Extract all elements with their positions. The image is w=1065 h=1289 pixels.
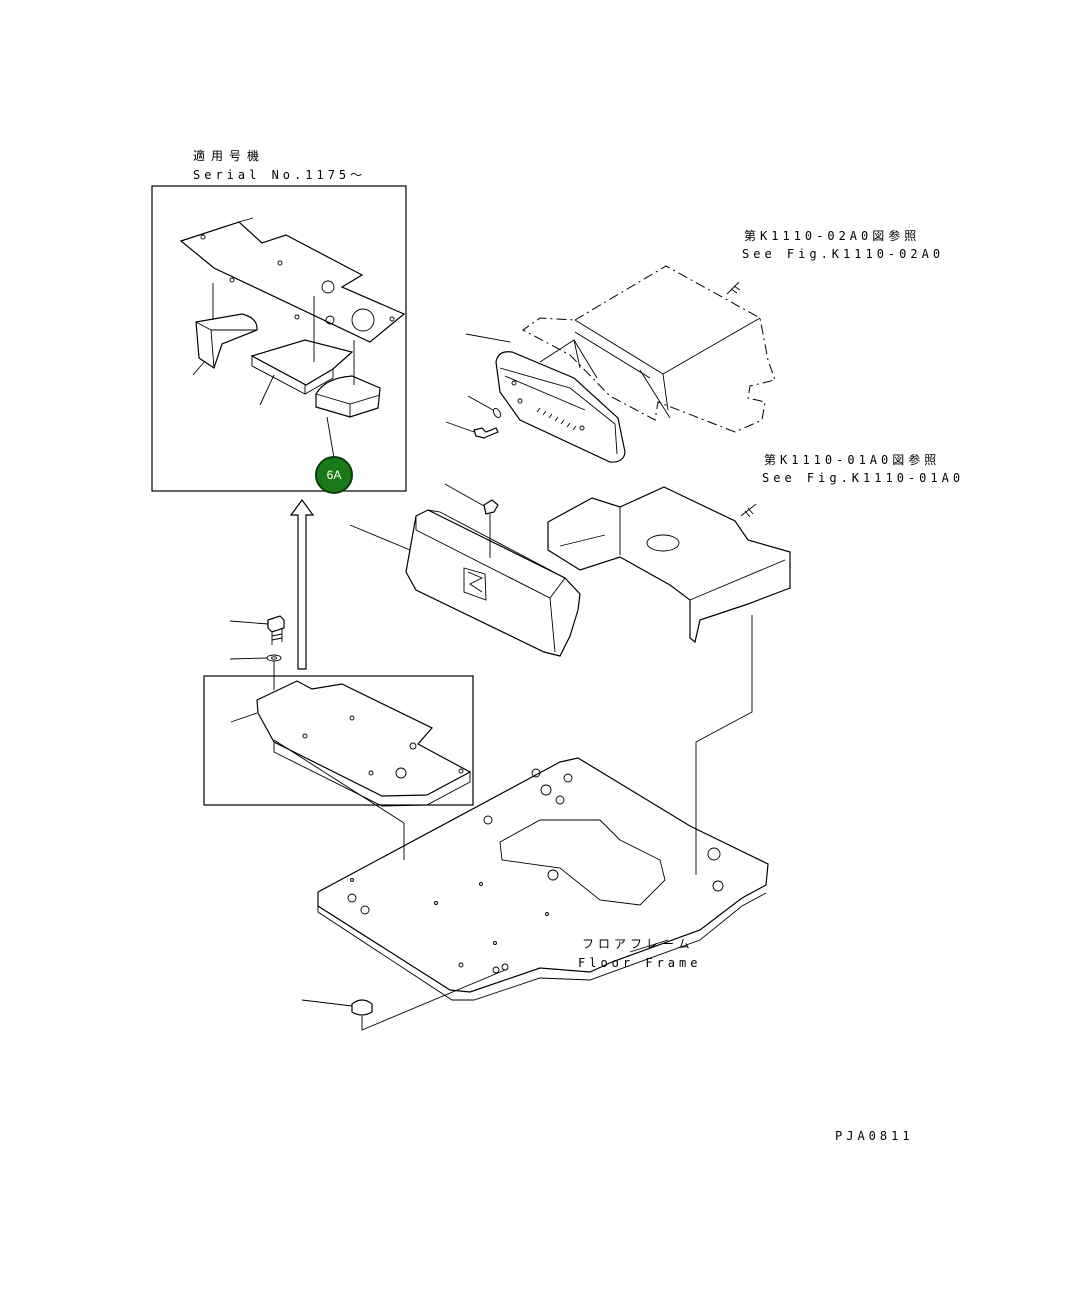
inset-flat-plate — [250, 339, 354, 386]
ref-fig-02-en: See Fig.K1110-02A0 — [742, 247, 945, 261]
ref-fig-01-jp: 第K1110-01A0図参照 — [764, 453, 941, 467]
ref-fig-02-jp: 第K1110-02A0図参照 — [744, 229, 921, 243]
grille-panel — [495, 351, 626, 463]
drawing-code: PJA0811 — [835, 1129, 914, 1143]
inset-right-pad — [315, 375, 381, 418]
lower-plate — [256, 680, 472, 797]
lower-frame — [203, 675, 474, 806]
inset-left-pad — [195, 313, 258, 369]
inset-title-en: Serial No.1175～ — [193, 168, 367, 182]
ref-fig-01-en: See Fig.K1110-01A0 — [762, 471, 965, 485]
floor-frame-jp: フロアフレーム — [582, 937, 694, 951]
inset-plate — [179, 221, 406, 343]
inset-frame — [151, 185, 407, 492]
upper-panel — [547, 486, 791, 644]
upper-unit — [522, 265, 776, 433]
inset-title-jp: 適用号機 — [193, 149, 266, 163]
bolt-left — [267, 615, 285, 633]
part-callout-badge[interactable]: 6A — [315, 456, 353, 494]
console-box — [405, 509, 581, 657]
floor-frame-en: Floor Frame — [578, 956, 702, 970]
up-arrow — [289, 498, 315, 670]
cap-plug — [351, 999, 373, 1016]
